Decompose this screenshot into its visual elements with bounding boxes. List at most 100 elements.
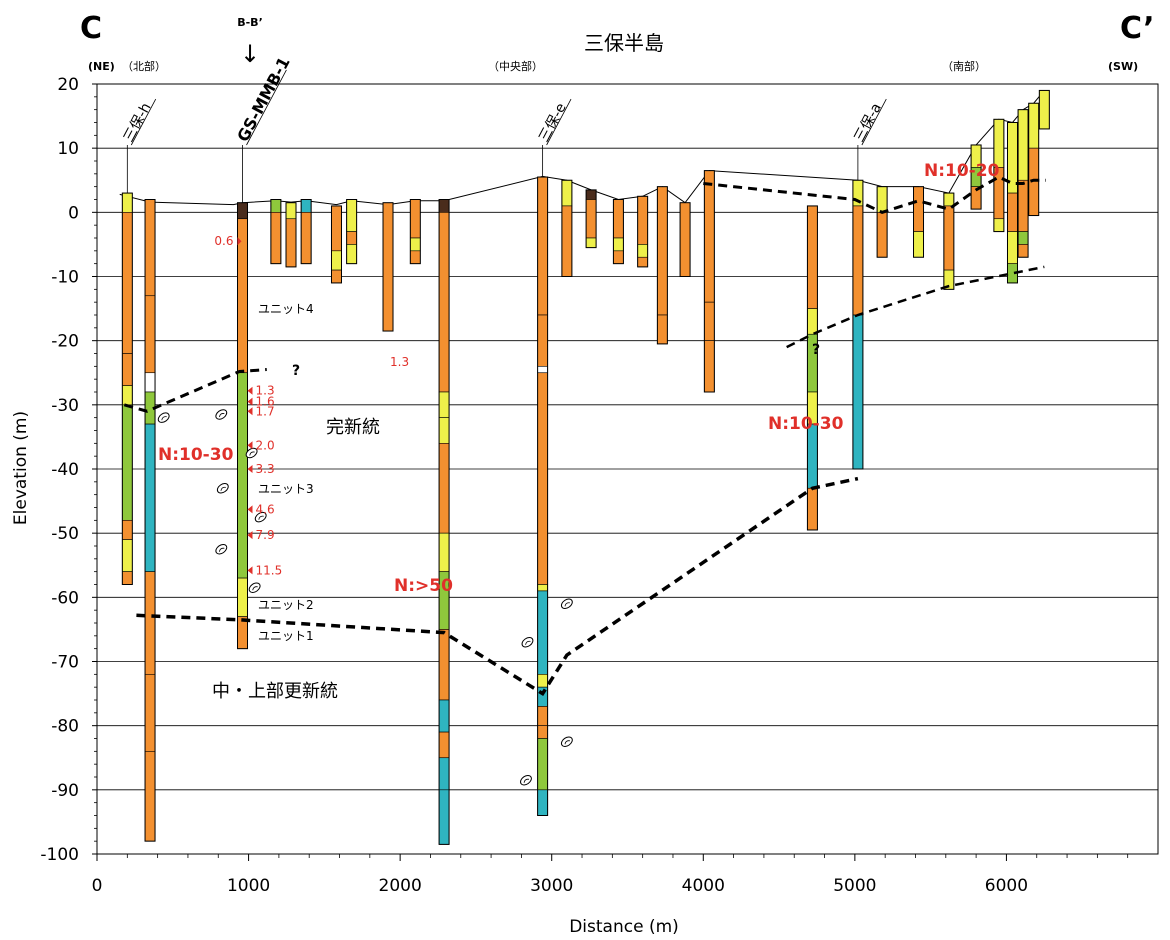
shell-mark xyxy=(258,515,264,520)
shell-icon xyxy=(245,447,258,459)
holocene-label: 完新統 xyxy=(326,417,380,438)
borehole-layer xyxy=(613,199,624,239)
shell-outline xyxy=(216,482,229,494)
borehole xyxy=(943,192,955,290)
shell-icon xyxy=(215,543,228,555)
borehole-layer xyxy=(346,244,357,264)
borehole xyxy=(1028,102,1040,217)
n-value-1-3-label: 1.3 xyxy=(390,355,409,369)
shell-icon xyxy=(521,636,534,648)
n-value-label: 0.6 xyxy=(214,234,233,248)
borehole xyxy=(852,179,864,470)
borehole xyxy=(806,205,818,531)
borehole-name: 三保-h xyxy=(121,100,155,145)
borehole xyxy=(1006,122,1018,284)
borehole-outline xyxy=(637,195,649,268)
borehole-outline xyxy=(561,179,573,277)
pleistocene-label: 中・上部更新統 xyxy=(212,681,338,702)
shell-mark xyxy=(252,586,258,591)
borehole-outline xyxy=(330,205,342,284)
borehole-layer xyxy=(331,205,342,252)
borehole-layer xyxy=(679,202,691,277)
borehole-layer xyxy=(537,314,548,367)
borehole-name: 三保-a xyxy=(851,101,885,145)
shell-mark xyxy=(219,547,225,552)
borehole xyxy=(703,170,715,393)
borehole-layer xyxy=(122,385,133,406)
borehole-outline xyxy=(382,202,394,332)
corner-label-left: C xyxy=(80,11,102,46)
boundary-line xyxy=(786,265,1045,349)
borehole-layer xyxy=(144,372,156,393)
x-tick-label: 2000 xyxy=(379,876,422,896)
shell-mark xyxy=(249,451,255,456)
boundary-line xyxy=(703,175,1046,214)
y-tick-label: -60 xyxy=(51,588,79,608)
shell-outline xyxy=(215,543,228,555)
borehole-outline xyxy=(144,199,156,842)
n-value-markers: 0.61.31.61.72.03.34.67.911.5 xyxy=(214,234,282,577)
borehole-outline xyxy=(679,202,691,277)
borehole xyxy=(537,176,549,816)
borehole-layer xyxy=(409,237,421,252)
borehole-outline xyxy=(612,199,624,265)
borehole-layer xyxy=(285,202,297,220)
y-tick-label: -90 xyxy=(51,781,79,801)
borehole-layer xyxy=(122,404,133,521)
borehole-layer xyxy=(913,231,924,258)
borehole-layer xyxy=(1028,147,1040,216)
borehole xyxy=(876,186,888,258)
borehole xyxy=(970,144,982,210)
borehole-layer xyxy=(438,199,450,213)
borehole xyxy=(270,199,282,265)
borehole-layer xyxy=(1007,192,1018,232)
unit1-label: ユニット1 xyxy=(258,629,314,643)
y-tick-label: -20 xyxy=(51,332,79,352)
n-value-label: 1.7 xyxy=(256,404,275,418)
borehole xyxy=(612,199,624,265)
shell-outline xyxy=(254,511,267,523)
shell-outline xyxy=(560,598,573,610)
question-mark-2: ? xyxy=(812,342,820,358)
borehole-layer xyxy=(300,199,312,213)
shell-icon xyxy=(560,598,573,610)
borehole-outline xyxy=(285,202,297,268)
shell-outline xyxy=(560,736,573,747)
section-mark-label: B-B’ xyxy=(237,16,263,29)
borehole-layer xyxy=(122,212,133,354)
unit4-label: ユニット4 xyxy=(258,302,314,316)
borehole-layer xyxy=(913,186,924,232)
borehole xyxy=(237,202,249,650)
boundary-dashed-lines xyxy=(123,175,1046,696)
borehole-outline xyxy=(876,186,888,258)
borehole-outline xyxy=(1028,102,1040,217)
borehole-layer xyxy=(657,186,668,316)
y-tick-label: -100 xyxy=(40,845,79,865)
borehole-outline xyxy=(970,144,982,210)
n-value-arrow xyxy=(247,441,253,450)
x-tick-label: 0 xyxy=(92,876,103,896)
borehole-layer xyxy=(876,212,888,258)
borehole-layer xyxy=(438,629,450,701)
borehole-layer xyxy=(537,674,548,688)
borehole-layer xyxy=(438,757,450,791)
ground-surface-line xyxy=(119,90,1045,206)
y-tick-label: -40 xyxy=(51,460,79,480)
n-range-label-left: N:10-30 xyxy=(158,445,234,465)
shell-outline xyxy=(521,636,534,648)
n-value-label: 2.0 xyxy=(256,438,275,452)
borehole-layer xyxy=(876,186,888,213)
borehole-outline xyxy=(993,118,1005,233)
borehole-name-underline xyxy=(130,98,157,146)
question-mark-1: ? xyxy=(292,363,300,379)
y-tick-label: -50 xyxy=(51,524,79,544)
borehole-layer xyxy=(144,295,156,374)
y-axis-title: Elevation (m) xyxy=(11,411,31,525)
borehole-layer xyxy=(122,539,133,572)
borehole-layer xyxy=(438,731,450,759)
borehole-layer xyxy=(852,205,864,316)
borehole xyxy=(438,199,450,845)
borehole-outline xyxy=(438,199,450,845)
borehole-outline xyxy=(913,186,925,258)
